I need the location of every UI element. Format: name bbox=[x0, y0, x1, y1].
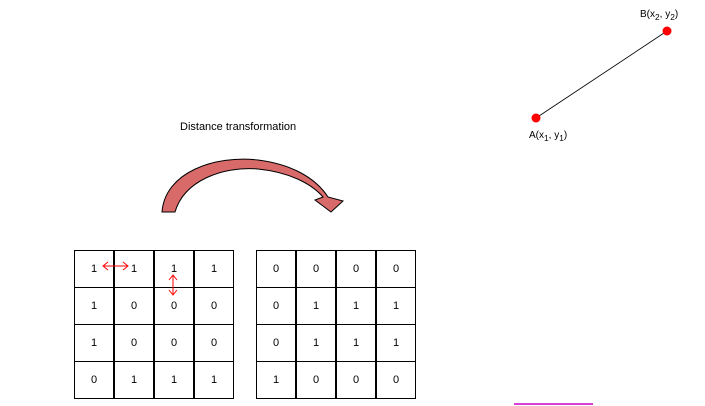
input-cell: 0 bbox=[113, 287, 155, 325]
output-grid-row: 0 1 1 1 bbox=[256, 287, 416, 325]
curved-arrow-icon bbox=[161, 158, 345, 213]
output-cell: 1 bbox=[295, 287, 337, 325]
output-grid-row: 1 0 0 0 bbox=[256, 361, 416, 399]
output-cell: 1 bbox=[335, 324, 377, 362]
input-grid-row: 1 1 1 1 bbox=[74, 250, 234, 288]
input-cell: 0 bbox=[74, 361, 115, 399]
input-grid-row: 0 1 1 1 bbox=[74, 361, 234, 399]
output-cell: 0 bbox=[256, 324, 297, 362]
input-grid: 1 1 1 1 1 0 0 0 1 0 0 0 0 1 1 1 bbox=[74, 250, 234, 399]
input-cell: 1 bbox=[193, 250, 234, 288]
input-cell: 1 bbox=[153, 250, 195, 288]
point-b-label: B(x2, y2) bbox=[640, 9, 679, 22]
output-grid-row: 0 1 1 1 bbox=[256, 324, 416, 362]
output-cell: 1 bbox=[375, 287, 416, 325]
input-grid-row: 1 0 0 0 bbox=[74, 324, 234, 362]
output-cell: 0 bbox=[295, 250, 337, 288]
vertical-double-arrow-icon bbox=[168, 274, 178, 296]
point-a-label: A(x1, y1) bbox=[529, 130, 568, 143]
input-cell: 0 bbox=[193, 287, 234, 325]
input-cell: 0 bbox=[153, 324, 195, 362]
input-cell: 1 bbox=[153, 361, 195, 399]
output-cell: 0 bbox=[335, 250, 377, 288]
input-cell: 1 bbox=[113, 250, 155, 288]
output-cell: 0 bbox=[335, 361, 377, 399]
output-grid-row: 0 0 0 0 bbox=[256, 250, 416, 288]
point-a bbox=[531, 113, 541, 123]
input-cell: 1 bbox=[193, 361, 234, 399]
input-cell: 0 bbox=[193, 324, 234, 362]
segment-ab bbox=[535, 30, 668, 119]
output-cell: 0 bbox=[375, 250, 416, 288]
input-cell: 1 bbox=[113, 361, 155, 399]
output-cell: 0 bbox=[295, 361, 337, 399]
output-cell: 0 bbox=[256, 250, 297, 288]
diagram-title: Distance transformation bbox=[180, 121, 297, 133]
output-cell: 0 bbox=[375, 361, 416, 399]
output-grid: 0 0 0 0 0 1 1 1 0 1 1 1 1 0 0 0 bbox=[256, 250, 416, 399]
horizontal-double-arrow-icon bbox=[102, 261, 129, 271]
point-b bbox=[662, 26, 672, 36]
input-cell: 1 bbox=[74, 324, 115, 362]
input-cell: 1 bbox=[74, 250, 115, 288]
output-cell: 1 bbox=[256, 361, 297, 399]
